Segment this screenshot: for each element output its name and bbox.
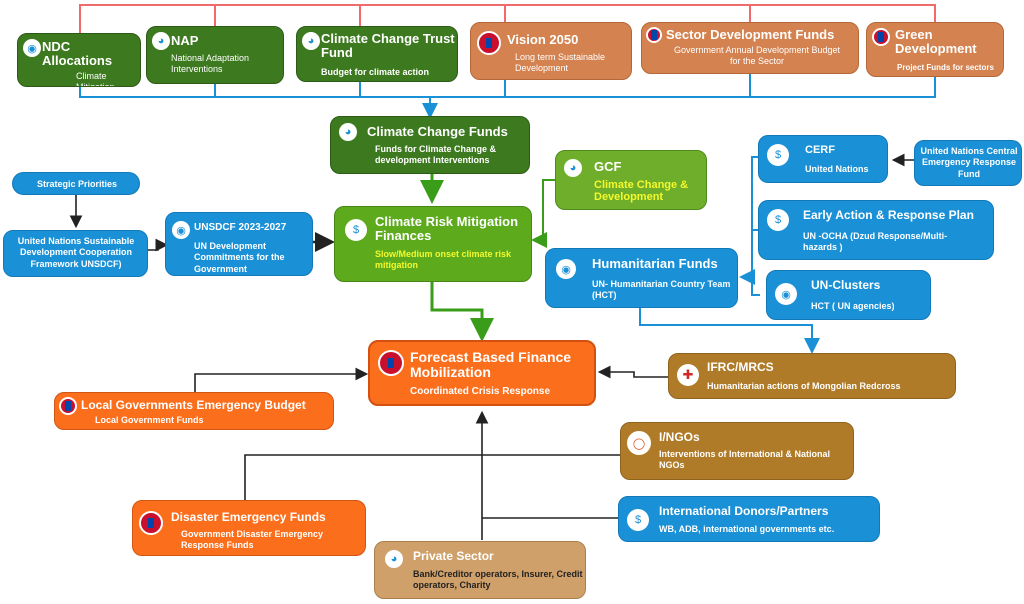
globe-icon: ◕ [564, 159, 582, 177]
vision-sub: Long term Sustainable Development [515, 52, 606, 74]
money-bag-icon: $ [627, 509, 649, 531]
un-emblem-icon: ◉ [23, 39, 41, 57]
nap-title: NAP [171, 33, 199, 48]
crmf-sub: Slow/Medium onset climate risk mitigatio… [375, 249, 512, 271]
fbf-title: Forecast Based Finance Mobilization [410, 349, 572, 381]
lifebuoy-icon: ◯ [627, 431, 651, 455]
money-bag-icon: $ [767, 209, 789, 231]
hum-title: Humanitarian Funds [592, 256, 718, 271]
green-sub: Project Funds for sectors [897, 63, 994, 72]
cerf-box: $ CERF United Nations [758, 135, 888, 183]
money-bag-icon: $ [345, 219, 367, 241]
cerf-sub: United Nations [805, 164, 869, 174]
cctf-sub: Budget for climate action [321, 67, 430, 77]
vision-title: Vision 2050 [507, 32, 579, 47]
red-cross-icon: ✚ [677, 364, 699, 386]
ingos-box: ◯ I/NGOs Interventions of International … [620, 422, 854, 480]
unsdcf-box: ◉ UNSDCF 2023-2027 UN Development Commit… [165, 212, 313, 276]
money-bag-icon: $ [767, 144, 789, 166]
ndc-title: NDC Allocations [42, 39, 113, 69]
climate-change-trust-fund-box: ◕ Climate Change Trust Fund Budget for c… [296, 26, 458, 82]
local-sub: Local Government Funds [95, 415, 204, 425]
globe-icon: ◕ [339, 123, 357, 141]
top-blue-connector [79, 74, 936, 119]
ndc-sub: Climate Mitigation [76, 71, 115, 86]
un-clusters-box: ◉ UN-Clusters HCT ( UN agencies) [766, 270, 931, 320]
early-action-box: $ Early Action & Response Plan UN -OCHA … [758, 200, 994, 260]
mongolia-flag-icon [477, 31, 501, 55]
fbf-sub: Coordinated Crisis Response [410, 386, 551, 397]
top-pink-connector [79, 4, 936, 33]
disaster-title: Disaster Emergency Funds [171, 510, 326, 524]
forecast-based-finance-box: Forecast Based Finance Mobilization Coor… [368, 340, 596, 406]
globe-icon: ◕ [385, 550, 403, 568]
private-sector-box: ◕ Private Sector Bank/Creditor operators… [374, 541, 586, 599]
globe-icon: ◕ [152, 32, 170, 50]
unsdcf-title: UNSDCF 2023-2027 [194, 222, 287, 233]
un-emblem-icon: ◉ [556, 259, 576, 279]
ccf-sub: Funds for Climate Change & development I… [375, 144, 497, 166]
gcf-title: GCF [594, 159, 622, 174]
humanitarian-funds-box: ◉ Humanitarian Funds UN- Humanitarian Co… [545, 248, 738, 308]
local-governments-emergency-budget-box: Local Governments Emergency Budget Local… [54, 392, 334, 430]
international-donors-box: $ International Donors/Partners WB, ADB,… [618, 496, 880, 542]
nap-box: ◕ NAP National Adaptation Interventions [146, 26, 284, 84]
ingo-sub: Interventions of International & Nationa… [659, 449, 831, 471]
ifrc-title: IFRC/MRCS [707, 360, 774, 374]
gcf-sub: Climate Change & Development [594, 179, 689, 204]
green-development-box: Green Development Project Funds for sect… [866, 22, 1004, 77]
unsdcf-framework-box: United Nations Sustainable Development C… [3, 230, 148, 277]
sector-sub: Government Annual Development Budget for… [673, 45, 841, 67]
climate-risk-mitigation-box: $ Climate Risk Mitigation Finances Slow/… [334, 206, 532, 282]
disaster-sub: Government Disaster Emergency Response F… [181, 529, 324, 551]
strategic-priorities-box: Strategic Priorities [12, 172, 140, 195]
unsdcf-full-title: United Nations Sustainable Development C… [17, 236, 135, 269]
private-sub: Bank/Creditor operators, Insurer, Credit… [413, 569, 583, 591]
donors-title: International Donors/Partners [659, 504, 829, 518]
donors-sub: WB, ADB, international governments etc. [659, 524, 835, 534]
un-emblem-icon: ◉ [172, 221, 190, 239]
vision-2050-box: Vision 2050 Long term Sustainable Develo… [470, 22, 632, 80]
nap-sub: National Adaptation Interventions [171, 53, 250, 75]
local-title: Local Governments Emergency Budget [81, 398, 306, 412]
green-title: Green Development [895, 27, 977, 57]
private-title: Private Sector [413, 549, 494, 563]
unsdcf-sub: UN Development Commitments for the Gover… [194, 241, 285, 274]
early-title: Early Action & Response Plan [803, 208, 974, 222]
strategic-title: Strategic Priorities [36, 179, 118, 189]
climate-change-funds-box: ◕ Climate Change Funds Funds for Climate… [330, 116, 530, 174]
gcf-box: ◕ GCF Climate Change & Development [555, 150, 707, 210]
mongolia-flag-icon [139, 511, 163, 535]
clusters-title: UN-Clusters [811, 278, 881, 292]
sector-title: Sector Development Funds [666, 27, 835, 42]
ndc-allocations-box: ◉ NDC Allocations Climate Mitigation [17, 33, 141, 87]
ifrc-sub: Humanitarian actions of Mongolian Redcro… [707, 381, 901, 391]
mongolia-flag-icon [646, 27, 662, 43]
disaster-emergency-funds-box: Disaster Emergency Funds Government Disa… [132, 500, 366, 556]
ifrc-mrcs-box: ✚ IFRC/MRCS Humanitarian actions of Mong… [668, 353, 956, 399]
un-central-emergency-fund-box: United Nations Central Emergency Respons… [914, 140, 1022, 186]
cctf-title: Climate Change Trust Fund [321, 31, 455, 61]
early-sub: UN -OCHA (Dzud Response/Multi-hazards ) [803, 231, 948, 253]
uncerf-title: United Nations Central Emergency Respons… [920, 146, 1018, 179]
globe-icon: ◕ [302, 32, 320, 50]
hum-sub: UN- Humanitarian Country Team (HCT) [592, 279, 731, 301]
ingo-title: I/NGOs [659, 430, 700, 444]
mongolia-flag-icon [59, 397, 77, 415]
cerf-title: CERF [805, 144, 835, 156]
mongolia-flag-icon [378, 350, 404, 376]
crmf-title: Climate Risk Mitigation Finances [375, 214, 519, 244]
ccf-title: Climate Change Funds [367, 124, 508, 139]
clusters-sub: HCT ( UN agencies) [811, 301, 895, 311]
mongolia-flag-icon [872, 28, 890, 46]
un-emblem-icon: ◉ [775, 283, 797, 305]
sector-development-funds-box: Sector Development Funds Government Annu… [641, 22, 859, 74]
